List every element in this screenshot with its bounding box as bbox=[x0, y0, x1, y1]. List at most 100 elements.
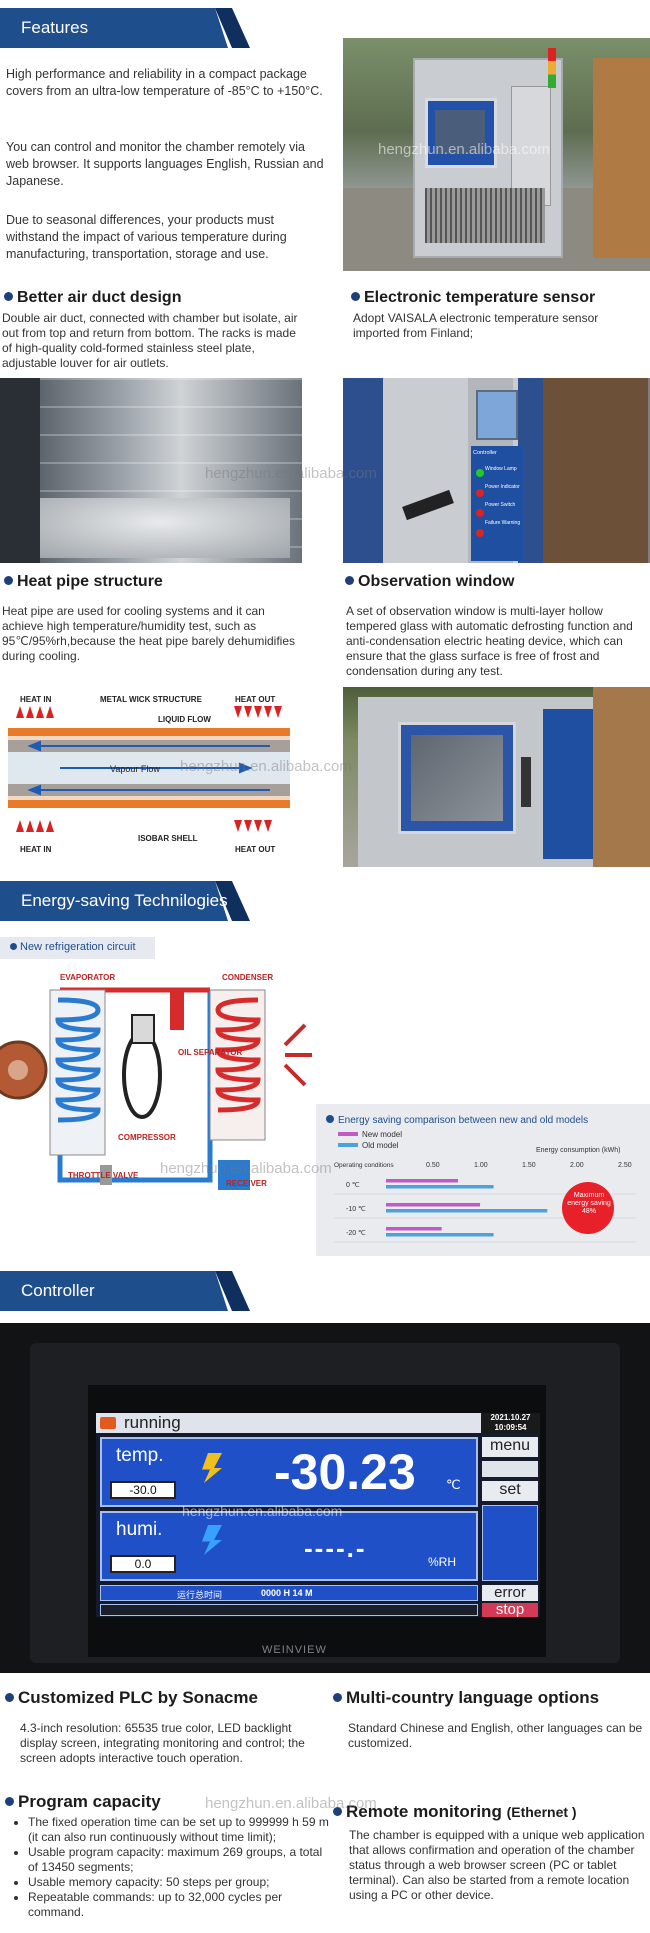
humi-panel: humi. 0.0 ----.- %RH bbox=[100, 1511, 478, 1581]
program-item: Usable memory capacity: 50 steps per gro… bbox=[28, 1875, 330, 1890]
bullet-icon bbox=[333, 1807, 342, 1816]
screen-date: 2021.10.27 bbox=[490, 1413, 531, 1422]
bullet-icon bbox=[351, 292, 360, 301]
bullet-icon bbox=[345, 576, 354, 585]
energy-chart: Energy saving comparison between new and… bbox=[326, 1115, 636, 1243]
watermark: hengzhun.en.alibaba.com bbox=[160, 1160, 332, 1177]
panel-label-controller: Controller bbox=[473, 450, 497, 456]
observation-window-photo bbox=[343, 687, 650, 867]
stop-button[interactable]: stop bbox=[482, 1602, 538, 1617]
compressor bbox=[122, 1031, 162, 1119]
observation-heading: Observation window bbox=[345, 573, 514, 591]
chart-xlabel: Energy consumption (kWh) bbox=[536, 1147, 620, 1154]
temp-panel: temp. -30.0 -30.23 ℃ bbox=[100, 1437, 478, 1507]
bar-old-model bbox=[386, 1209, 548, 1213]
air-duct-title: Better air duct design bbox=[17, 289, 182, 306]
features-banner-title: Features bbox=[21, 18, 89, 37]
program-list: The fixed operation time can be set up t… bbox=[14, 1815, 330, 1920]
throttle-valve bbox=[100, 1165, 112, 1185]
panel-label-power-switch: Power Switch bbox=[485, 502, 516, 508]
program-item: Repeatable commands: up to 32,000 cycles… bbox=[28, 1890, 330, 1920]
heat-pipe-text: Heat pipe are used for cooling systems a… bbox=[2, 604, 295, 663]
screen-time: 10:09:54 bbox=[494, 1423, 527, 1432]
watermark: hengzhun.en.alibaba.com bbox=[378, 141, 550, 158]
bullet-icon bbox=[333, 1693, 342, 1702]
energy-banner-title: Energy-saving Technilogies bbox=[21, 891, 228, 910]
temp-setpoint[interactable]: -30.0 bbox=[110, 1481, 176, 1499]
label-vapour-flow: Vapour Flow bbox=[110, 764, 160, 774]
x-tick-label: 1.50 bbox=[522, 1162, 536, 1169]
humi-unit: %RH bbox=[428, 1555, 457, 1569]
bullet-icon bbox=[326, 1115, 334, 1123]
fan-right-icon bbox=[283, 1023, 312, 1087]
label-heat-in-top: HEAT IN bbox=[20, 695, 52, 704]
bar-new-model bbox=[386, 1203, 481, 1207]
humi-label: humi. bbox=[116, 1519, 163, 1540]
weinview-logo: WEINVIEW bbox=[262, 1644, 327, 1656]
menu-button[interactable]: menu bbox=[482, 1437, 538, 1457]
temp-unit: ℃ bbox=[446, 1477, 461, 1492]
bar-new-model bbox=[386, 1227, 442, 1231]
plc-text: 4.3-inch resolution: 65535 true color, L… bbox=[20, 1721, 305, 1765]
remote-title: Remote monitoring bbox=[346, 1802, 502, 1821]
legend-swatch-old bbox=[338, 1143, 358, 1147]
label-isobar-shell: ISOBAR SHELL bbox=[138, 834, 198, 843]
program-title: Program capacity bbox=[18, 1792, 161, 1811]
oil-separator bbox=[170, 990, 184, 1030]
energy-banner: Energy-saving Technilogies bbox=[0, 881, 250, 921]
chart-row-header: Operating conditions bbox=[334, 1162, 394, 1169]
program-item: Usable program capacity: maximum 269 gro… bbox=[28, 1845, 330, 1875]
language-title: Multi-country language options bbox=[346, 1688, 600, 1707]
features-paragraph-2: You can control and monitor the chamber … bbox=[6, 140, 324, 188]
label-heat-out-bottom: HEAT OUT bbox=[235, 845, 275, 854]
remote-suffix: (Ethernet ) bbox=[506, 1804, 577, 1820]
control-panel-photo: Controller Window Lamp Power Indicator P… bbox=[343, 378, 650, 563]
category-label: -20 ℃ bbox=[346, 1230, 366, 1237]
language-text: Standard Chinese and English, other lang… bbox=[348, 1721, 643, 1750]
x-tick-label: 0.50 bbox=[426, 1162, 440, 1169]
language-heading: Multi-country language options bbox=[333, 1688, 599, 1708]
features-paragraph-3: Due to seasonal differences, your produc… bbox=[6, 213, 287, 261]
remote-text: The chamber is equipped with a unique we… bbox=[349, 1828, 645, 1902]
legend-old: Old model bbox=[362, 1141, 399, 1150]
chamber-interior-photo bbox=[0, 378, 302, 563]
bar-new-model bbox=[386, 1179, 458, 1183]
category-label: -10 ℃ bbox=[346, 1206, 366, 1213]
humi-setpoint[interactable]: 0.0 bbox=[110, 1555, 176, 1573]
plc-title: Customized PLC by Sonacme bbox=[18, 1688, 258, 1707]
label-metal-wick: METAL WICK STRUCTURE bbox=[100, 695, 203, 704]
message-bar bbox=[100, 1604, 478, 1616]
error-button[interactable]: error bbox=[482, 1585, 538, 1601]
panel-label-failure-warning: Failure Warning bbox=[485, 520, 521, 526]
bullet-icon bbox=[10, 943, 17, 950]
circuit-label: New refrigeration circuit bbox=[0, 937, 155, 959]
heat-pipe-diagram: HEAT IN METAL WICK STRUCTURE HEAT OUT LI… bbox=[8, 695, 290, 854]
plc-heading: Customized PLC by Sonacme bbox=[5, 1688, 258, 1708]
x-tick-label: 2.50 bbox=[618, 1162, 632, 1169]
features-banner: Features bbox=[0, 8, 250, 48]
set-button[interactable]: set bbox=[482, 1481, 538, 1501]
runtime-label: 运行总时间 bbox=[177, 1590, 223, 1600]
x-tick-label: 2.00 bbox=[570, 1162, 584, 1169]
label-throttle-valve: THROTTLE VALVE bbox=[68, 1171, 139, 1180]
watermark: hengzhun.en.alibaba.com bbox=[182, 1503, 343, 1519]
watermark: hengzhun.en.alibaba.com bbox=[205, 465, 377, 482]
heat-pipe-title: Heat pipe structure bbox=[17, 573, 163, 590]
label-oil-separator: OIL SEPARATOR bbox=[178, 1048, 243, 1057]
observation-text: A set of observation window is multi-lay… bbox=[346, 604, 633, 678]
label-condenser: CONDENSER bbox=[222, 973, 273, 982]
humi-value: ----.- bbox=[304, 1533, 367, 1563]
circuit-label-text: New refrigeration circuit bbox=[20, 941, 136, 953]
chart-title: Energy saving comparison between new and… bbox=[338, 1115, 588, 1126]
heating-icon bbox=[202, 1453, 222, 1483]
blank-button[interactable] bbox=[482, 1461, 538, 1477]
screen-status: running bbox=[124, 1413, 181, 1432]
energy-saving-callout bbox=[562, 1182, 614, 1234]
program-heading: Program capacity bbox=[5, 1792, 161, 1812]
bullet-icon bbox=[4, 576, 13, 585]
sensor-heading: Electronic temperature sensor bbox=[351, 289, 595, 307]
label-heat-out-top: HEAT OUT bbox=[235, 695, 275, 704]
energy-chart-panel: Energy saving comparison between new and… bbox=[316, 1104, 650, 1256]
heat-pipe-heading: Heat pipe structure bbox=[4, 573, 163, 591]
